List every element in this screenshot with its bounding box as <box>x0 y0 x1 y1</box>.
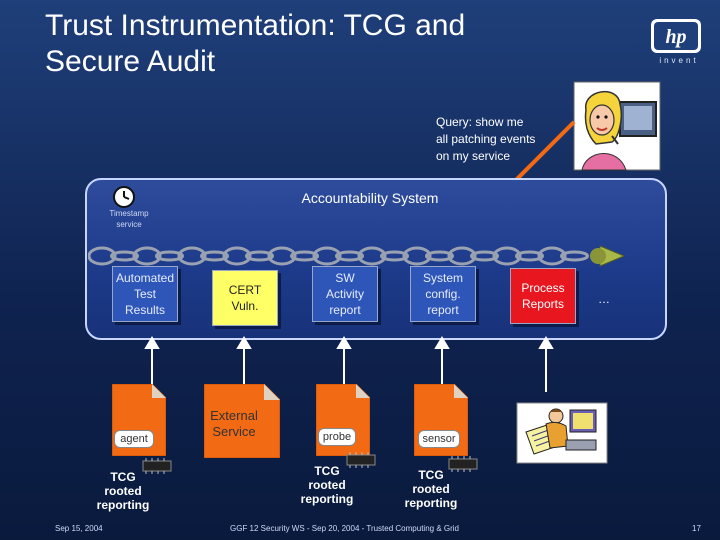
svg-text:hp: hp <box>665 26 686 48</box>
chain-icon <box>88 245 626 267</box>
query-line-2: all patching events <box>436 132 536 146</box>
record-line: Results <box>124 303 165 317</box>
external-line-2: Service <box>212 424 256 439</box>
tcg-line: rooted <box>308 478 346 492</box>
tcg-label-agent: TCG rooted reporting <box>88 470 158 512</box>
tcg-line: reporting <box>300 492 354 506</box>
chain-link <box>560 250 589 262</box>
chain-link <box>132 246 162 266</box>
record-text: CERT Vuln. <box>229 282 261 314</box>
chain-link <box>88 246 117 266</box>
record-line: SW <box>335 271 355 285</box>
chain-link <box>177 246 207 266</box>
record-system-config-report: System config. report <box>410 266 476 322</box>
agent-label: agent <box>114 430 154 448</box>
record-text: Process Reports <box>521 280 564 312</box>
record-cert-vuln: CERT Vuln. <box>212 270 278 326</box>
tcg-line: TCG <box>314 464 340 478</box>
record-text: Automated Test Results <box>116 270 174 318</box>
query-line-3: on my service <box>436 149 511 163</box>
timestamp-line-1: Timestamp <box>109 209 149 218</box>
probe-label: probe <box>318 428 356 446</box>
chain-link <box>357 246 387 266</box>
page-number: 17 <box>692 524 701 533</box>
sensor-label: sensor <box>418 430 460 448</box>
clock-icon <box>113 186 135 208</box>
slide-title: Trust Instrumentation: TCG and Secure Au… <box>45 8 605 80</box>
chain-link <box>335 250 364 262</box>
chip-icon <box>448 456 478 472</box>
chain-link <box>267 246 297 266</box>
record-line: Test <box>133 287 156 301</box>
chain-link <box>200 250 229 262</box>
tcg-line: reporting <box>96 498 150 512</box>
external-service-label: External Service <box>206 408 262 440</box>
chain-link <box>110 250 139 262</box>
record-line: Vuln. <box>231 299 259 313</box>
chip-icon <box>346 452 376 468</box>
title-line-2: Secure Audit <box>45 45 216 78</box>
chip-icon <box>142 458 172 474</box>
record-text: System config. report <box>423 270 463 318</box>
external-service-tab-icon <box>204 384 280 458</box>
chain-link <box>222 246 252 266</box>
hp-logo-icon: hp <box>651 19 701 53</box>
tcg-label-sensor: TCG rooted reporting <box>396 468 466 510</box>
worker-clipart-icon <box>516 402 608 464</box>
tcg-line: TCG <box>110 470 136 484</box>
tcg-line: rooted <box>104 484 142 498</box>
title-line-1: Trust Instrumentation: TCG and <box>45 9 466 42</box>
tcg-line: reporting <box>404 496 458 510</box>
chain-link <box>492 246 522 266</box>
chain-link <box>312 246 342 266</box>
record-line: report <box>427 303 459 317</box>
chain-link <box>245 250 274 262</box>
more-records-ellipsis: … <box>598 292 610 306</box>
external-line-1: External <box>210 408 258 423</box>
record-line: System <box>422 271 463 285</box>
query-line-1: Query: show me <box>436 115 524 129</box>
tcg-line: rooted <box>412 482 450 496</box>
record-process-reports: Process Reports <box>510 268 576 324</box>
chain-link <box>470 250 499 262</box>
chain-link <box>515 250 544 262</box>
record-line: Automated <box>115 271 175 285</box>
chain-link <box>402 246 432 266</box>
chain-link <box>290 250 319 262</box>
record-line: config. <box>425 287 461 301</box>
tcg-label-probe: TCG rooted reporting <box>292 464 362 506</box>
record-text: SW Activity report <box>326 270 364 318</box>
logo-tagline: invent <box>659 56 699 65</box>
timestamp-service-label: Timestamp service <box>98 208 160 230</box>
footer-date: Sep 15, 2004 <box>55 524 103 533</box>
record-automated-test-results: Automated Test Results <box>112 266 178 322</box>
record-line: Reports <box>521 297 564 311</box>
footer-conference: GGF 12 Security WS - Sep 20, 2004 - Trus… <box>230 524 459 533</box>
user-clipart-icon <box>573 81 661 171</box>
timestamp-line-2: service <box>116 220 142 229</box>
chain-link <box>447 246 477 266</box>
record-sw-activity-report: SW Activity report <box>312 266 378 322</box>
chain-link <box>425 250 454 262</box>
chain-link <box>155 250 184 262</box>
record-line: CERT <box>228 283 262 297</box>
record-line: Process <box>521 281 565 295</box>
record-line: report <box>329 303 361 317</box>
chain-link <box>537 246 567 266</box>
query-text: Query: show me all patching events on my… <box>436 114 566 165</box>
tcg-line: TCG <box>418 468 444 482</box>
accountability-title: Accountability System <box>301 190 439 206</box>
record-line: Activity <box>325 287 364 301</box>
chain-link <box>380 250 409 262</box>
